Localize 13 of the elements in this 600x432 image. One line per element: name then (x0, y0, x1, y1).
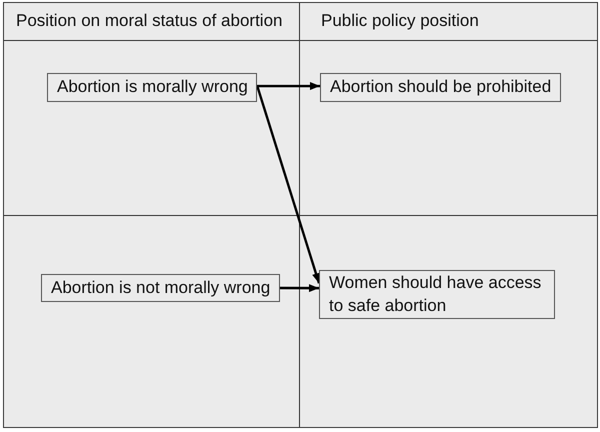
column-header: Position on moral status of abortion (16, 11, 282, 32)
statement-box (41, 274, 280, 302)
column-header: Public policy position (321, 11, 479, 32)
statement-box (320, 73, 561, 102)
statement-text: Women should have access to safe abortion (329, 272, 542, 316)
statement-text: Abortion should be prohibited (330, 76, 552, 98)
arrow (256, 84, 320, 284)
statement-box (319, 270, 555, 319)
statement-text: Abortion is morally wrong (57, 76, 248, 98)
statement-text: Abortion is not morally wrong (51, 276, 270, 299)
arrow (280, 284, 319, 292)
arrow (257, 82, 320, 90)
statement-box (47, 73, 257, 102)
